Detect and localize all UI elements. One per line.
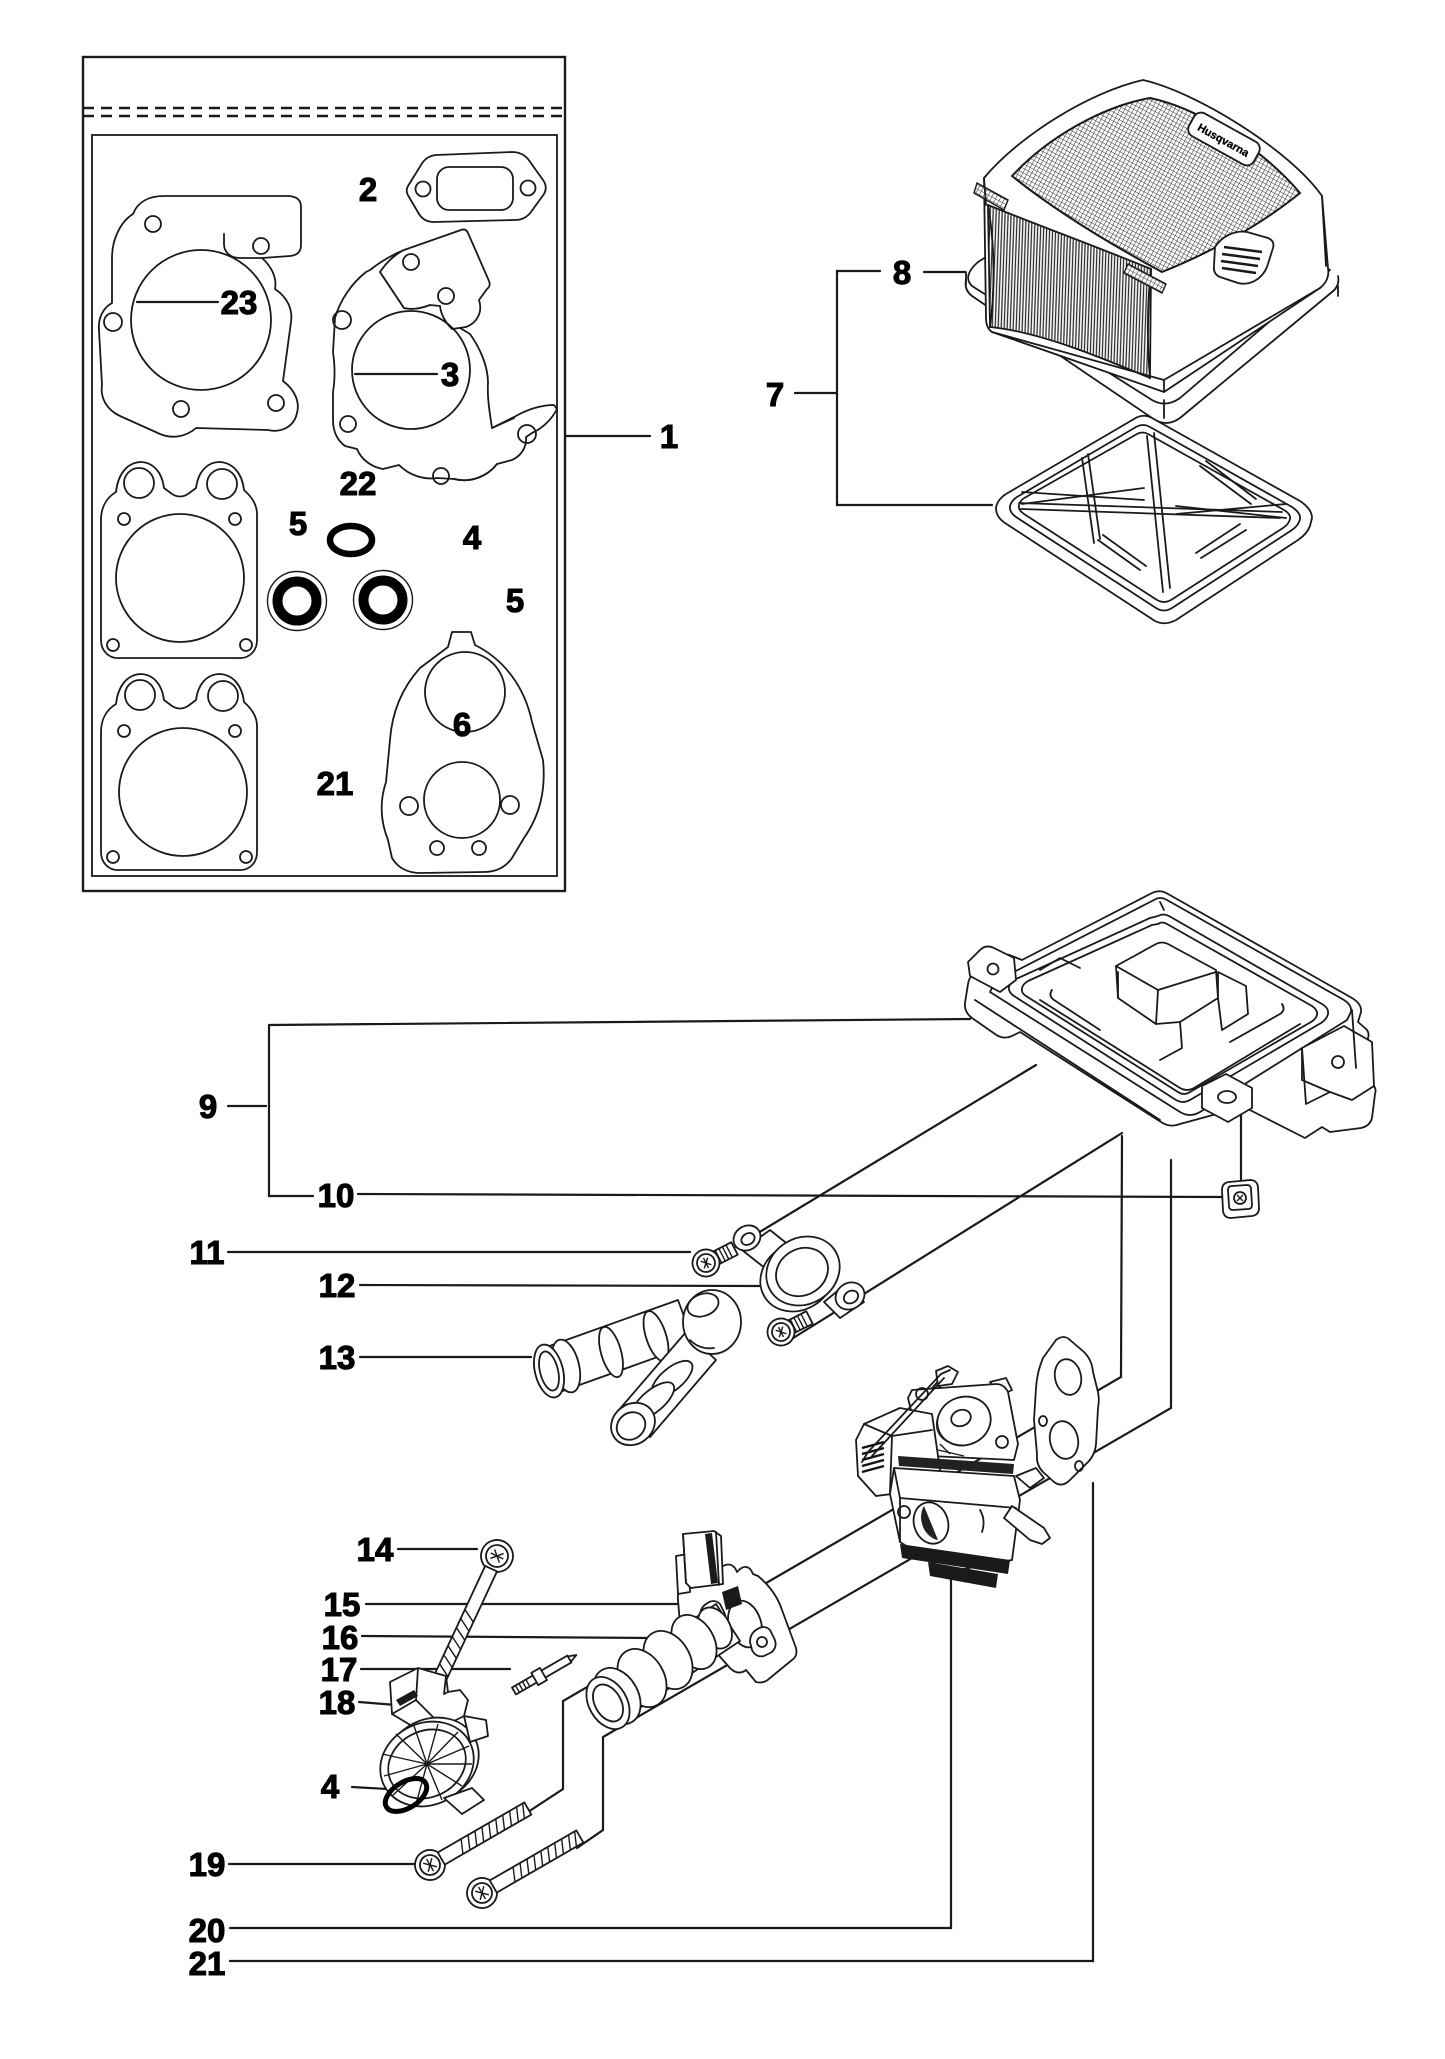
svg-text:23: 23: [221, 284, 258, 321]
svg-text:15: 15: [324, 1586, 361, 1623]
svg-text:17: 17: [321, 1651, 358, 1688]
svg-text:1: 1: [660, 418, 678, 455]
svg-text:19: 19: [189, 1846, 226, 1883]
svg-text:10: 10: [318, 1177, 355, 1214]
svg-text:21: 21: [189, 1945, 226, 1982]
svg-text:7: 7: [766, 376, 784, 413]
svg-text:12: 12: [319, 1267, 356, 1304]
svg-text:4: 4: [321, 1768, 340, 1805]
svg-text:14: 14: [357, 1531, 394, 1568]
svg-text:5: 5: [506, 582, 524, 619]
svg-text:6: 6: [453, 706, 471, 743]
svg-text:5: 5: [289, 505, 307, 542]
svg-text:13: 13: [319, 1339, 356, 1376]
svg-text:16: 16: [322, 1619, 359, 1656]
svg-text:2: 2: [359, 171, 377, 208]
svg-text:9: 9: [199, 1088, 217, 1125]
svg-text:22: 22: [340, 465, 377, 502]
svg-text:4: 4: [463, 519, 482, 556]
svg-text:18: 18: [319, 1684, 356, 1721]
svg-text:3: 3: [441, 356, 459, 393]
svg-text:20: 20: [189, 1912, 226, 1949]
svg-text:8: 8: [893, 254, 911, 291]
svg-text:11: 11: [190, 1234, 225, 1271]
svg-text:21: 21: [317, 765, 354, 802]
